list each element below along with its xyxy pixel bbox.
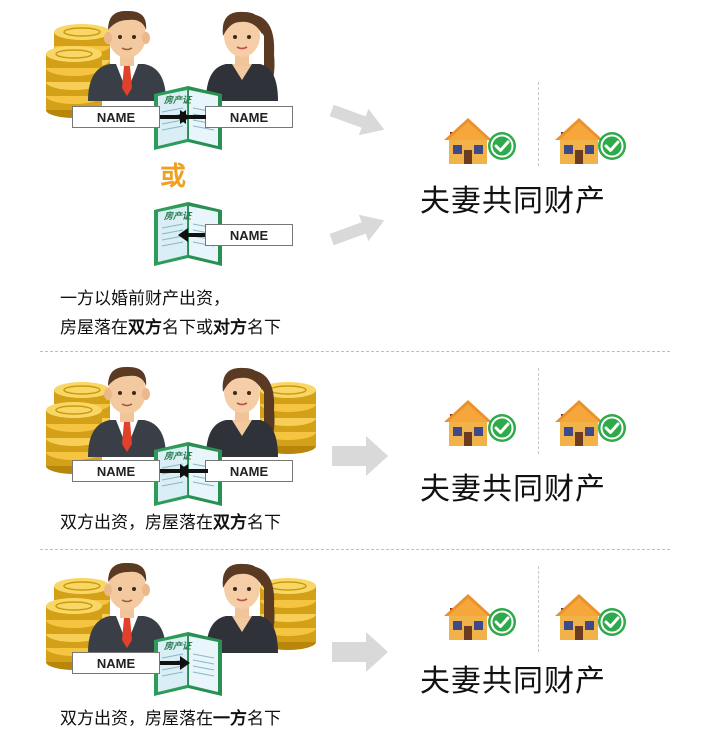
arrow-right-icon [160, 656, 190, 670]
checkmark-icon [598, 132, 626, 160]
or-label: 或 [160, 162, 187, 192]
result-label: 夫妻共同财产 [420, 664, 606, 699]
arrow-right-icon [160, 464, 190, 478]
result-label: 夫妻共同财产 [420, 472, 606, 507]
certificate-label: 房产证 [164, 642, 192, 652]
name-label-husband: NAME [72, 106, 160, 128]
result-divider [538, 82, 539, 166]
house-icon [444, 594, 492, 640]
name-label-husband: NAME [72, 652, 160, 674]
section-2-caption: 双方出资，房屋落在双方名下 [60, 513, 281, 533]
checkmark-icon [488, 414, 516, 442]
name-label-wife: NAME [205, 460, 293, 482]
arrow-left-icon [178, 228, 208, 242]
result-divider [538, 368, 539, 454]
checkmark-icon [488, 608, 516, 636]
house-icon [444, 400, 492, 446]
checkmark-icon [488, 132, 516, 160]
arrow-left-icon [176, 110, 206, 124]
name-label-wife: NAME [205, 106, 293, 128]
checkmark-icon [598, 414, 626, 442]
arrow-right-icon [332, 436, 388, 476]
arrow-right-icon [330, 214, 385, 246]
checkmark-icon [598, 608, 626, 636]
result-label: 夫妻共同财产 [420, 184, 606, 219]
arrow-right-icon [332, 632, 388, 672]
section-3-caption: 双方出资，房屋落在一方名下 [60, 709, 281, 729]
certificate-label: 房产证 [164, 96, 192, 106]
section-1-caption-line1: 一方以婚前财产出资， [60, 289, 230, 309]
result-divider [538, 566, 539, 652]
section-divider [40, 549, 670, 550]
arrow-right-icon [330, 104, 385, 136]
arrow-left-icon [178, 464, 208, 478]
certificate-label: 房产证 [164, 212, 192, 222]
section-divider [40, 351, 670, 352]
name-label-owner: NAME [205, 224, 293, 246]
name-label-husband: NAME [72, 460, 160, 482]
house-icon [444, 118, 492, 164]
certificate-label: 房产证 [164, 452, 192, 462]
section-1-caption-line2: 房屋落在双方名下或对方名下 [60, 318, 281, 338]
